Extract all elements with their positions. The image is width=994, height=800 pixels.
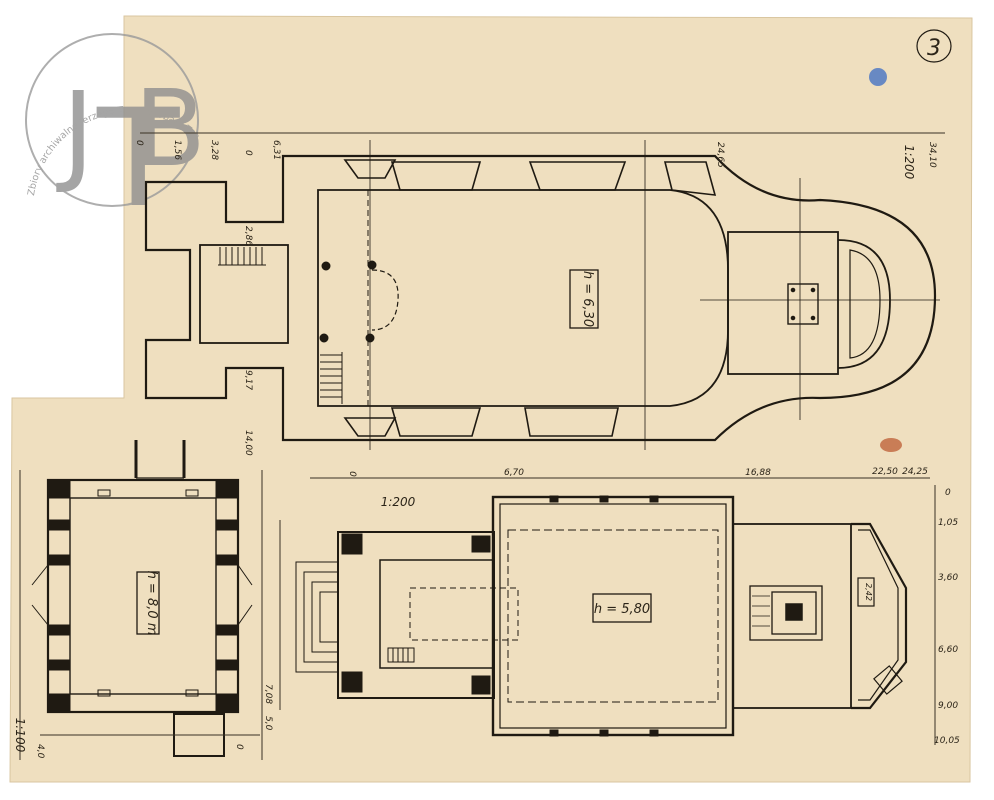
bottom-plan-dim: 3,60 [938, 573, 958, 583]
top-plan-scale-label: 1:200 [902, 145, 916, 180]
left-plan-scale-label: 1:100 [13, 718, 27, 753]
bottom-plan-altar-platform [749, 585, 823, 641]
watermark-letter-b: B [134, 68, 206, 190]
top-plan-column [319, 333, 329, 343]
left-plan-dimension-labels: 0 4,0 7,08 5,0 [35, 684, 273, 759]
bottom-plan-dim: 16,88 [745, 468, 771, 478]
bottom-plan-dim: 6,60 [938, 645, 958, 655]
top-plan-dim: 24,65 [715, 142, 725, 168]
bottom-plan-dim: 24,25 [902, 467, 928, 477]
top-plan-vestibule [199, 244, 289, 344]
top-plan-height-box [569, 269, 599, 329]
top-plan-stair-lower [320, 352, 343, 404]
top-plan-dimension-labels: 0 1,56 3,28 6,31 0 2,86 9,17 14,00 24,65… [134, 140, 937, 456]
left-floor-plan [19, 440, 263, 760]
top-floor-plan [140, 132, 945, 450]
bottom-plan-dim: 0 [945, 488, 951, 498]
paper-sheet [9, 15, 973, 783]
top-plan-dim: 0 [134, 140, 144, 146]
bottom-plan-dim: 9,00 [938, 701, 958, 711]
watermark-letter-j: J [56, 68, 94, 196]
top-plan-dim: 3,28 [209, 140, 219, 160]
top-plan-dim: 14,00 [243, 430, 253, 456]
bottom-plan-top-dimension-labels: 0 6,70 16,88 22,50 24,25 [347, 467, 928, 478]
left-plan-dim: 7,08 [263, 684, 273, 704]
top-plan-column [367, 260, 377, 270]
top-plan-presbytery [727, 231, 839, 375]
watermark-letter-t: T [96, 80, 180, 237]
sheet-number: 3 [916, 29, 952, 63]
bottom-floor-plan [279, 477, 936, 745]
bottom-plan-presbytery [732, 523, 852, 709]
bottom-plan-stair [387, 647, 415, 663]
bottom-plan-hall-inner [499, 503, 727, 729]
top-plan-outer-wall [144, 154, 937, 442]
left-plan-dim: 4,0 [35, 744, 45, 759]
top-plan-altar [787, 283, 819, 325]
blue-ink-stain [869, 68, 887, 86]
left-plan-outer-wall [46, 478, 240, 714]
top-plan-height-label: h = 6,30 [580, 271, 595, 327]
left-plan-inner-wall [69, 497, 217, 695]
left-plan-dim: 5,0 [263, 716, 273, 731]
svg-text:3: 3 [927, 36, 941, 61]
bottom-plan-height-box [592, 593, 652, 623]
top-plan-stair-upper [218, 247, 266, 266]
top-plan-dim: 6,31 [271, 140, 281, 160]
left-plan-dim: 0 [234, 744, 244, 750]
top-plan-dim: 2,86 [243, 226, 253, 246]
bottom-plan-side-label: 2,42 [864, 583, 873, 601]
bottom-plan-height-label: h = 5,80 [594, 602, 650, 617]
bottom-plan-dim: 0 [347, 471, 357, 477]
rust-stain [880, 438, 902, 452]
bottom-plan-dim: 22,50 [872, 467, 898, 477]
top-plan-column [321, 261, 331, 271]
left-plan-height-box [136, 571, 160, 635]
top-plan-dim: 9,17 [243, 370, 253, 390]
top-plan-dim: 1,56 [172, 140, 182, 160]
bottom-plan-scale-label: 1:200 [381, 495, 416, 509]
bottom-plan-dim: 6,70 [504, 468, 524, 478]
bottom-plan-right-dimension-labels: 0 1,05 3,60 6,60 9,00 10,05 [934, 488, 960, 746]
top-plan-dim: 0 [243, 150, 253, 156]
left-plan-height-label: h = 8,0 m [144, 571, 159, 636]
bottom-plan-dim: 10,05 [934, 736, 960, 746]
bottom-plan-dim: 1,05 [938, 518, 958, 528]
top-plan-dim: 34,10 [927, 142, 937, 168]
bottom-plan-apse [851, 522, 908, 710]
